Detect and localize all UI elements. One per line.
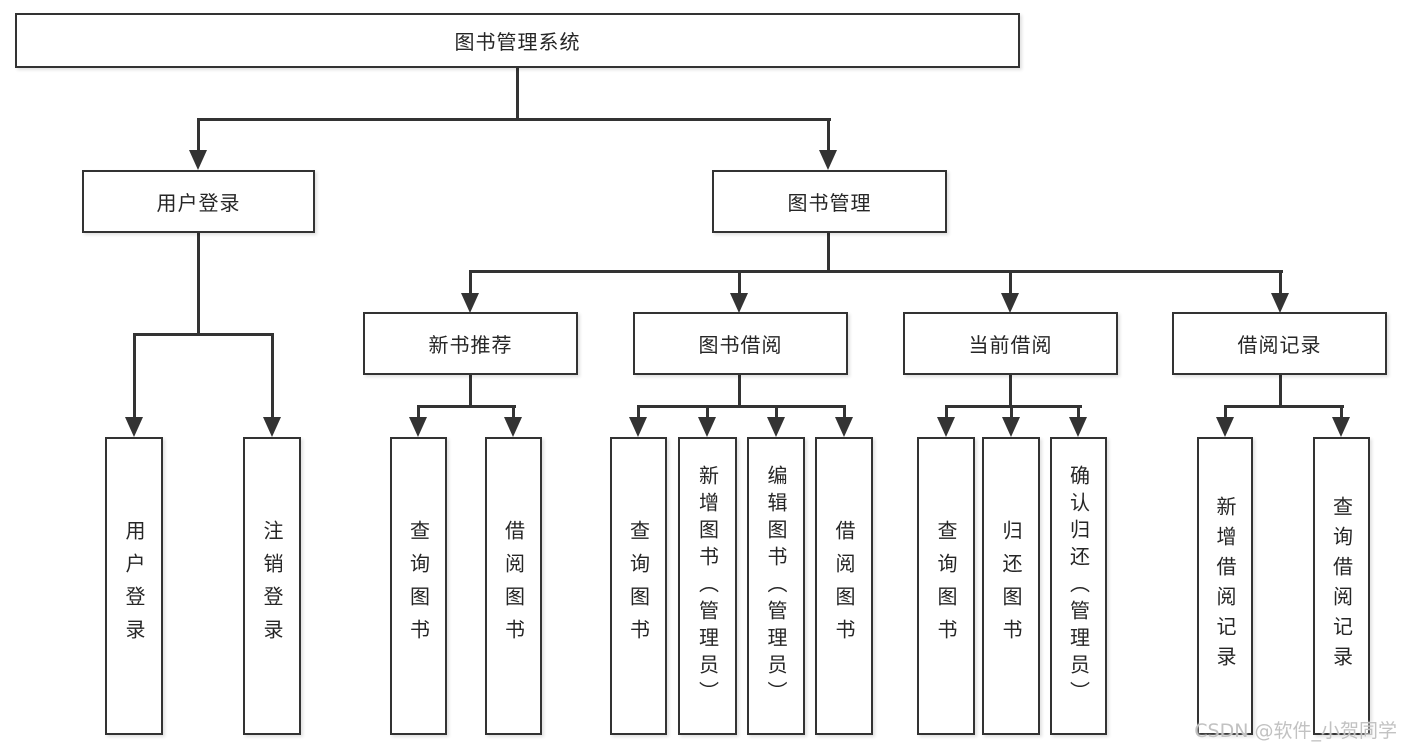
edge-root-stub bbox=[516, 66, 519, 120]
arrow-down-icon bbox=[767, 417, 785, 437]
leaf-current-query-label: 查询图书 bbox=[934, 520, 958, 652]
arrow-down-icon bbox=[629, 417, 647, 437]
edge-leaf-stem bbox=[706, 405, 709, 419]
arrow-down-icon bbox=[835, 417, 853, 437]
leaf-newbook-borrow-label: 借阅图书 bbox=[501, 520, 526, 652]
arrow-down-icon bbox=[698, 417, 716, 437]
leaf-logout: 注销登录 bbox=[243, 437, 301, 735]
node-borrow-records: 借阅记录 bbox=[1172, 312, 1387, 375]
node-new-book: 新书推荐 bbox=[363, 312, 578, 375]
edge-user-login-stub bbox=[197, 231, 200, 336]
arrow-down-icon bbox=[937, 417, 955, 437]
edge-book-borrow-stub bbox=[738, 373, 741, 408]
arrow-down-icon bbox=[409, 417, 427, 437]
edge-leaf-stem bbox=[417, 405, 420, 419]
edge-book-mgmt-stub bbox=[827, 231, 830, 273]
leaf-user-login: 用户登录 bbox=[105, 437, 163, 735]
arrow-down-icon bbox=[189, 150, 207, 170]
leaf-current-query: 查询图书 bbox=[917, 437, 975, 735]
leaf-current-return: 归还图书 bbox=[982, 437, 1040, 735]
edge-current-borrow-group-horizontal bbox=[945, 405, 1082, 408]
edge-leaf-logout-stem bbox=[271, 333, 274, 419]
leaf-current-confirm: 确认归还（管理员） bbox=[1050, 437, 1107, 735]
arrow-down-icon bbox=[461, 293, 479, 313]
edge-leaf-stem bbox=[843, 405, 846, 419]
node-user-login: 用户登录 bbox=[82, 170, 315, 233]
edge-current-borrow-stem bbox=[1009, 270, 1012, 294]
csdn-watermark: CSDN @软件_小贺同学 bbox=[1194, 720, 1397, 742]
leaf-records-query-label: 查询借阅记录 bbox=[1329, 496, 1354, 676]
leaf-newbook-borrow: 借阅图书 bbox=[485, 437, 542, 735]
leaf-borrow-add: 新增图书（管理员） bbox=[678, 437, 737, 735]
edge-book-mgmt-stem bbox=[827, 118, 830, 152]
node-current-borrow: 当前借阅 bbox=[903, 312, 1118, 375]
arrow-down-icon bbox=[1069, 417, 1087, 437]
edge-borrow-records-stub bbox=[1279, 373, 1282, 408]
leaf-borrow-borrow: 借阅图书 bbox=[815, 437, 873, 735]
leaf-records-add-label: 新增借阅记录 bbox=[1213, 496, 1237, 676]
edge-book-borrow-stem bbox=[738, 270, 741, 294]
edge-new-book-stub bbox=[469, 373, 472, 408]
leaf-borrow-edit-label: 编辑图书（管理员） bbox=[764, 464, 788, 708]
leaf-newbook-query: 查询图书 bbox=[390, 437, 447, 735]
edge-leaf-stem bbox=[1077, 405, 1080, 419]
leaf-current-return-label: 归还图书 bbox=[999, 520, 1023, 652]
arrow-down-icon bbox=[125, 417, 143, 437]
edge-new-book-stem bbox=[469, 270, 472, 294]
arrow-down-icon bbox=[1002, 417, 1020, 437]
edge-level3-horizontal bbox=[469, 270, 1283, 273]
node-root-label: 图书管理系统 bbox=[454, 30, 581, 54]
leaf-borrow-query-label: 查询图书 bbox=[626, 520, 651, 652]
edge-user-login-stem bbox=[197, 118, 200, 152]
leaf-newbook-query-label: 查询图书 bbox=[406, 520, 431, 652]
leaf-logout-label: 注销登录 bbox=[260, 520, 284, 652]
edge-current-borrow-stub bbox=[1009, 373, 1012, 408]
node-current-borrow-label: 当前借阅 bbox=[968, 333, 1053, 357]
leaf-records-add: 新增借阅记录 bbox=[1197, 437, 1253, 735]
arrow-down-icon bbox=[819, 150, 837, 170]
edge-book-borrow-group-horizontal bbox=[637, 405, 846, 408]
node-user-login-label: 用户登录 bbox=[156, 191, 241, 215]
leaf-borrow-borrow-label: 借阅图书 bbox=[832, 520, 856, 652]
edge-leaf-stem bbox=[945, 405, 948, 419]
arrow-down-icon bbox=[263, 417, 281, 437]
leaf-current-confirm-label: 确认归还（管理员） bbox=[1066, 464, 1091, 708]
edge-new-book-group-horizontal bbox=[417, 405, 516, 408]
node-book-mgmt-label: 图书管理 bbox=[787, 191, 872, 215]
node-book-borrow: 图书借阅 bbox=[633, 312, 848, 375]
arrow-down-icon bbox=[504, 417, 522, 437]
edge-leaf-stem bbox=[637, 405, 640, 419]
leaf-borrow-add-label: 新增图书（管理员） bbox=[695, 464, 720, 708]
arrow-down-icon bbox=[1332, 417, 1350, 437]
edge-level2-horizontal bbox=[197, 118, 831, 121]
edge-leaf-stem bbox=[775, 405, 778, 419]
edge-user-group-horizontal bbox=[133, 333, 274, 336]
node-book-mgmt: 图书管理 bbox=[712, 170, 947, 233]
edge-leaf-stem bbox=[1340, 405, 1343, 419]
edge-leaf-stem bbox=[1010, 405, 1013, 419]
node-book-borrow-label: 图书借阅 bbox=[698, 333, 783, 357]
arrow-down-icon bbox=[1271, 293, 1289, 313]
edge-leaf-stem bbox=[1224, 405, 1227, 419]
edge-borrow-records-stem bbox=[1279, 270, 1282, 294]
arrow-down-icon bbox=[730, 293, 748, 313]
edge-borrow-records-group-horizontal bbox=[1224, 405, 1344, 408]
node-new-book-label: 新书推荐 bbox=[428, 333, 513, 357]
edge-leaf-user-login-stem bbox=[133, 333, 136, 419]
leaf-records-query: 查询借阅记录 bbox=[1313, 437, 1370, 735]
arrow-down-icon bbox=[1001, 293, 1019, 313]
leaf-user-login-label: 用户登录 bbox=[122, 520, 146, 652]
node-borrow-records-label: 借阅记录 bbox=[1237, 333, 1322, 357]
leaf-borrow-query: 查询图书 bbox=[610, 437, 667, 735]
edge-leaf-stem bbox=[512, 405, 515, 419]
arrow-down-icon bbox=[1216, 417, 1234, 437]
leaf-borrow-edit: 编辑图书（管理员） bbox=[747, 437, 805, 735]
node-root: 图书管理系统 bbox=[15, 13, 1020, 68]
